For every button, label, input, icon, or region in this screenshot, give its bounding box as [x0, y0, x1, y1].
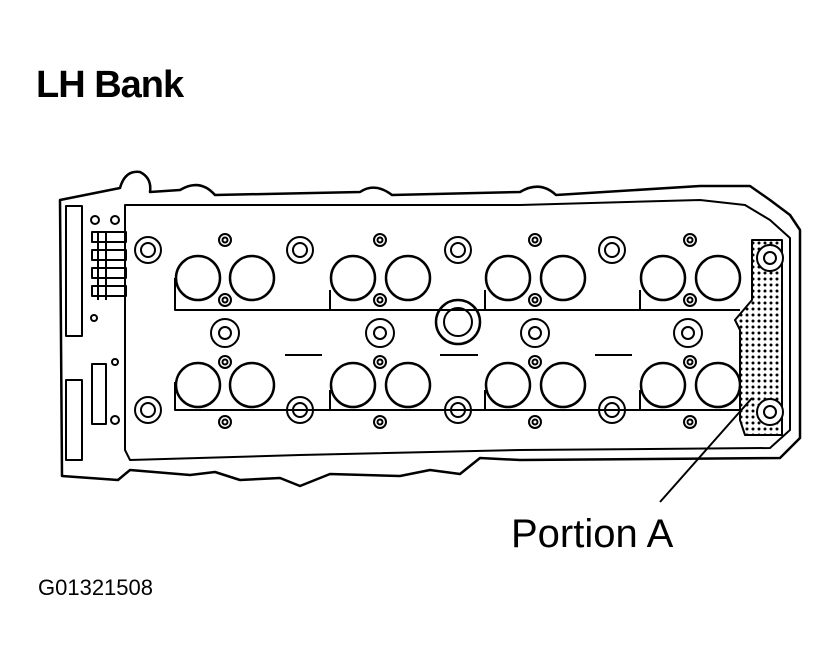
cylinder-head-inner-edge [124, 199, 791, 461]
portion-a-bolts [756, 244, 784, 426]
spark-plug-bores [210, 298, 703, 348]
camshaft-journals [174, 278, 740, 411]
figure-id: G01321508 [38, 575, 153, 600]
head-bolt-holes [134, 236, 626, 424]
portion-a-leader-line [659, 397, 753, 503]
portion-a-label: Portion A [511, 512, 674, 556]
cylinder-head-outline [58, 170, 802, 488]
portion-a-area [734, 239, 783, 436]
figure-title: LH Bank [36, 64, 184, 106]
cam-cap-bolts [218, 233, 697, 429]
left-end-plate [65, 205, 127, 461]
valve-lifters-lower [174, 361, 742, 409]
valve-lifters-upper [174, 254, 742, 302]
